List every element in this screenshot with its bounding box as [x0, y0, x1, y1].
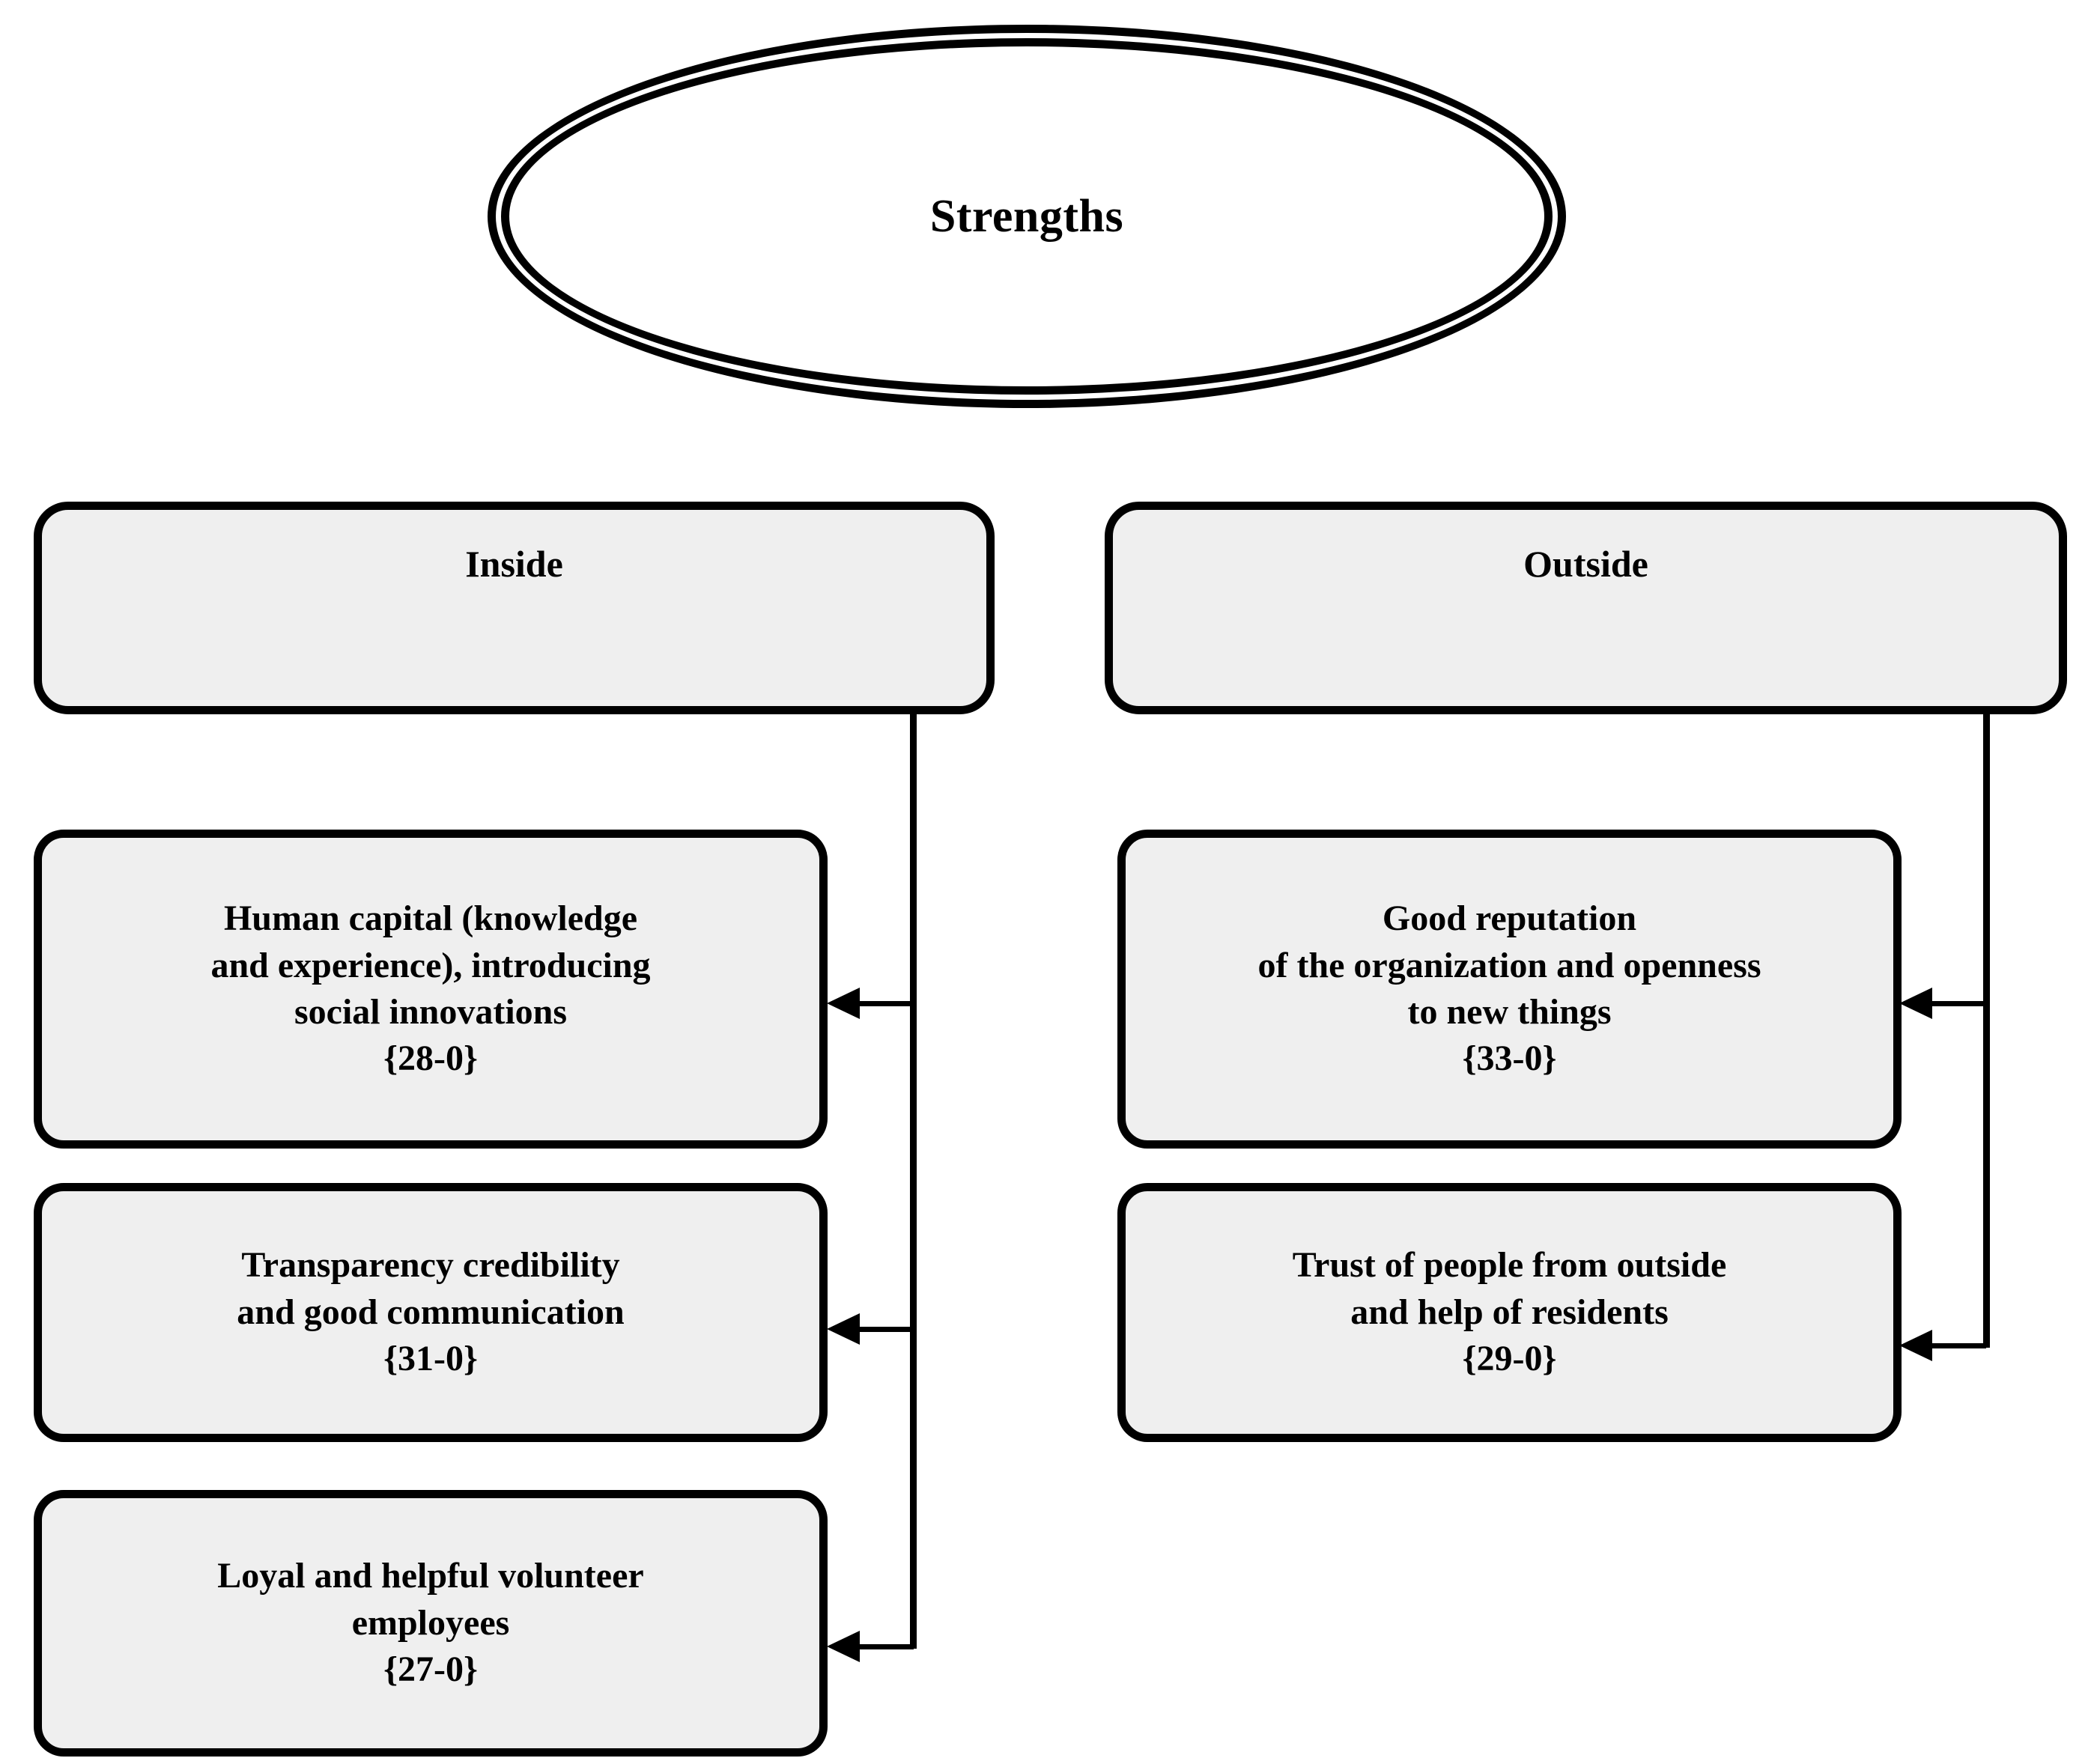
- connector-trunk-outside: [1983, 714, 1990, 1348]
- leaf-text-outside-1: Good reputation of the organization and …: [1257, 898, 1761, 1079]
- leaf-text-inside-3: Loyal and helpful volunteer employees {2…: [217, 1556, 644, 1690]
- header-box-outside[interactable]: Outside: [1105, 502, 2067, 714]
- arrowhead-outside-2: [1899, 1330, 1932, 1361]
- connector-branch-outside-2: [1932, 1343, 1986, 1348]
- header-box-inside[interactable]: Inside: [34, 502, 995, 714]
- root-node-strengths: Strengths: [488, 25, 1566, 408]
- ellipse-outer-ring: [488, 25, 1566, 408]
- ellipse-inner-ring: [501, 38, 1553, 395]
- leaf-text-inside-1: Human capital (knowledge and experience)…: [210, 898, 651, 1079]
- connector-trunk-inside: [910, 714, 917, 1649]
- connector-branch-inside-1: [860, 1001, 914, 1006]
- leaf-text-outside-2: Trust of people from outside and help of…: [1292, 1245, 1727, 1379]
- connector-branch-inside-2: [860, 1327, 914, 1332]
- leaf-box-inside-3[interactable]: Loyal and helpful volunteer employees {2…: [34, 1490, 828, 1757]
- leaf-box-outside-2[interactable]: Trust of people from outside and help of…: [1117, 1183, 1902, 1442]
- leaf-box-outside-1[interactable]: Good reputation of the organization and …: [1117, 830, 1902, 1149]
- connector-branch-outside-1: [1932, 1001, 1986, 1006]
- leaf-box-inside-2[interactable]: Transparency credibility and good commun…: [34, 1183, 828, 1442]
- root-node-label: Strengths: [929, 190, 1124, 242]
- header-label-outside: Outside: [1523, 543, 1648, 585]
- leaf-text-inside-2: Transparency credibility and good commun…: [237, 1245, 625, 1379]
- arrowhead-inside-3: [827, 1631, 860, 1662]
- arrowhead-inside-2: [827, 1313, 860, 1345]
- arrowhead-outside-1: [1899, 988, 1932, 1019]
- connector-branch-inside-3: [860, 1644, 914, 1649]
- leaf-box-inside-1[interactable]: Human capital (knowledge and experience)…: [34, 830, 828, 1149]
- header-label-inside: Inside: [465, 543, 563, 585]
- arrowhead-inside-1: [827, 988, 860, 1019]
